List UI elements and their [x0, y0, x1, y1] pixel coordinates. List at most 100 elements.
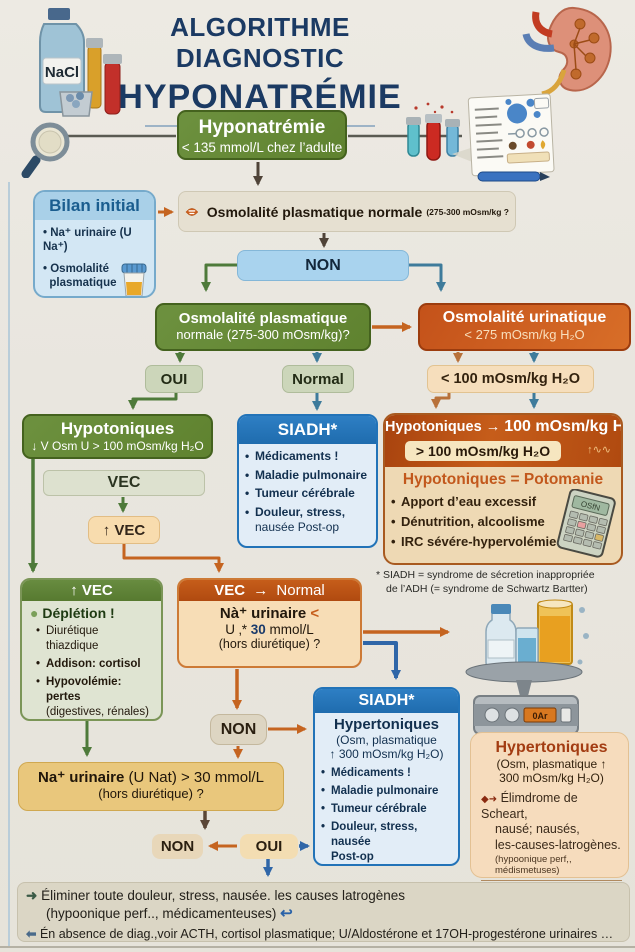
red-arrow-bullet-icon: ◆➜ [481, 794, 498, 805]
right-arrow-glyph: → [253, 582, 269, 599]
footnote-line2: de l’ADH (= syndrome de Schwartz Bartter… [386, 582, 588, 595]
siadh-bottom-title: SIADH* [315, 689, 458, 713]
plasma-osmolality-box: Osmolalité plasmatique normale (275-300 … [155, 303, 371, 351]
siadh-top-box: SIADH* Médicaments ! Maladie pulmonaire … [237, 414, 378, 548]
osmo-check-box: Osmolalité plasmatique normale (275-300 … [178, 191, 516, 232]
start-title: Hyponatrémie [198, 117, 326, 138]
hyper-right-sub2: 300 mOsm/kg H₂O) [499, 771, 604, 785]
decision-non-1: NON [237, 250, 409, 281]
siadh-bottom-item: Médicaments ! [321, 766, 454, 781]
plasma-line2: normale (275-300 mOsm/kg)? [176, 327, 350, 342]
depletion-item: Diurétique thiazdique [36, 624, 154, 654]
osmo-check-text: Osmolalité plasmatique normale [206, 203, 423, 220]
magnifier-icon [21, 122, 70, 178]
decision-oui-2: OUI [240, 834, 298, 859]
siadh-bottom-item: Tumeur cérébrale [321, 802, 454, 817]
calculator-icon: OSfN [556, 489, 616, 558]
right-arrow-glyph: → [485, 419, 501, 435]
bilan-item-osmo: • Osmolalité plasmatique [43, 262, 117, 290]
vec-up-box: ↑ VEC [88, 516, 160, 544]
hypo-left-title: Hypotoniques [60, 419, 175, 438]
depletion-item: Hypovolémie: pertes(digestives, rénales) [36, 675, 154, 719]
svg-text:NaCl: NaCl [45, 64, 79, 81]
siadh-top-title: SIADH* [239, 416, 376, 444]
urine-line1: Osmolalité urinatique [442, 309, 607, 326]
title-line1: ALGORITHME DIAGNOSTIC [170, 12, 350, 73]
siadh-bottom-sub3: ↑ 300 mOsm/kg H₂O) [329, 747, 444, 761]
hypo100-header-value: 100 mOsm/kg H₂O [504, 418, 621, 435]
footnote-line1: * SIADH = syndrome de sécretion inapprop… [376, 569, 595, 581]
hypertoniques-right-box: Hypertoniques (Osm, plasmatique ↑ 300 mO… [470, 732, 629, 881]
siadh-top-item: Médicaments ! [245, 449, 372, 465]
depletion-item: Addison: cortisol [36, 657, 154, 672]
vec-box: VEC [43, 470, 205, 496]
test-tubes-icon [406, 102, 460, 161]
footer-notes: ➜ Éliminer toute douleur, stress, nausée… [17, 882, 630, 942]
vec-normal-line2: U ‚* 30 mmol/L [225, 622, 314, 637]
bilan-item-na: • Na⁺ urinaire (U Na⁺) [43, 227, 132, 254]
decision-oui-1: OUI [145, 365, 203, 393]
hypotoniques-left-box: Hypotoniques ↓ V Osm U > 100 mOsm/kg H₂O [22, 414, 213, 459]
footer-line2: (hypoonique perf.., médicamenteuses) ↩ [46, 905, 293, 922]
urine-cup-icon [121, 263, 146, 296]
lab-report-illustration [452, 93, 555, 182]
bilan-title: Bilan initial [35, 192, 154, 220]
left-arrow-icon: ⬅ [26, 927, 37, 941]
bottom-border-line [0, 946, 635, 948]
siadh-bottom-sub1: Hypertoniques [333, 716, 439, 733]
lt100-box: < 100 mOsm/kg H₂O [427, 365, 594, 393]
poster-title: ALGORITHME DIAGNOSTIC HYPONATRÉMIE [100, 12, 420, 127]
svg-text:0Ar: 0Ar [532, 711, 548, 721]
decision-normal: Normal [282, 365, 354, 393]
footer-line1: ➜ Éliminer toute douleur, stress, nausée… [26, 888, 406, 903]
hypo100-item: IRC sévére-hypervolémie [391, 534, 571, 551]
scale-drinks-illustration: 0Ar [462, 596, 590, 738]
vec-normal-header-vec: VEC [214, 582, 246, 599]
title-line2: HYPONATRÉMIE [118, 78, 402, 116]
hypo100-item: Apport d’eau excessif [391, 494, 571, 511]
start-subtitle: < 135 mmol/L chez l’adulte [181, 140, 343, 155]
siadh-top-item: Douleur, stress,nausée Post-op [245, 505, 372, 536]
kidney-illustration [522, 6, 612, 97]
vec-normal-header-normal: Normal [276, 582, 325, 599]
hypo100-header-title: Hypotoniques [385, 419, 482, 435]
osmolality-icon [185, 207, 199, 216]
vec-normal-line3: (hors diurétique) ? [218, 637, 321, 651]
na-urinaire-box: Na⁺ urinaire (U Nat) > 30 mmol/L (hors d… [18, 762, 284, 811]
hypo100-pill: > 100 mOsm/kg H₂O [405, 441, 561, 461]
vec-normal-box: VEC → Normal Nà⁺ urinaire < U ‚* 30 mmol… [177, 578, 362, 668]
bilan-initial-box: Bilan initial • Na⁺ urinaire (U Na⁺) • O… [33, 190, 156, 298]
hyper-right-title: Hypertoniques [495, 739, 608, 756]
siadh-footnote: * SIADH = syndrome de sécretion inapprop… [376, 569, 632, 596]
plasma-line1: Osmolalité plasmatique [178, 310, 348, 327]
urine-osmolality-box: Osmolalité urinatique < 275 mOsm/kg H₂O [418, 303, 631, 351]
vec-normal-line1: Nà⁺ urinaire < [219, 605, 320, 622]
swirl-icon: ↩ [280, 905, 293, 922]
nacl-bottle-illustration: NaCl [39, 8, 122, 117]
decision-non-2: NON [210, 714, 267, 745]
hypo100-item: Dénutrition, alcoolisme [391, 514, 571, 531]
depletion-header: ↑ VEC [22, 580, 161, 601]
squiggle-decoration: ↑∿∿ [587, 444, 611, 456]
na-box-line1: Na⁺ urinaire (U Nat) > 30 mmol/L [38, 769, 264, 786]
osmo-check-range: (275-300 mOsm/kg ? [426, 206, 509, 217]
potomanie-line: Hypotoniques = Potomanie [402, 471, 604, 488]
decision-non-3: NON [152, 834, 203, 859]
siadh-bottom-box: SIADH* Hypertoniques (Osm, plasmatique ↑… [313, 687, 460, 866]
hyper-right-small: (hypoonique perf,, médismetuses) [481, 854, 622, 881]
siadh-top-item: Tumeur cérébrale [245, 486, 372, 502]
start-node-hyponatremie: Hyponatrémie < 135 mmol/L chez l’adulte [177, 110, 347, 160]
left-border-line [8, 182, 10, 947]
siadh-top-item: Maladie pulmonaire [245, 468, 372, 484]
hyper-right-sub1: (Osm, plasmatique ↑ [496, 757, 607, 771]
right-arrow-icon: ➜ [26, 888, 38, 903]
hypo-left-subtitle: ↓ V Osm U > 100 mOsm/kg H₂O [31, 439, 204, 453]
siadh-bottom-sub2: (Osm, plasmatique [336, 733, 437, 747]
siadh-bottom-item: Maladie pulmonaire [321, 784, 454, 799]
depletion-title: ● Déplétion ! [30, 605, 115, 621]
urine-line2: < 275 mOsm/kg H₂O [464, 327, 585, 342]
na-box-line2: (hors diurétique) ? [98, 786, 204, 801]
